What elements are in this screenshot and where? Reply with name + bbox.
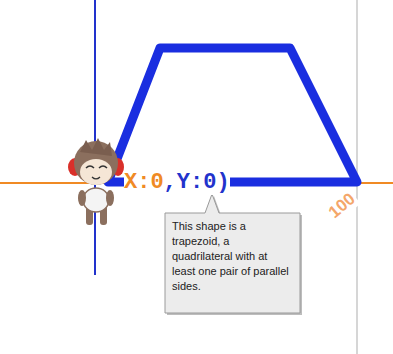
monkey-body: [83, 188, 109, 212]
monkey-eye: [86, 166, 94, 168]
monkey-sprite: [68, 138, 124, 225]
callout-bubble: [165, 194, 300, 313]
monkey-eye: [99, 166, 107, 168]
monkey-mouth: [92, 177, 100, 179]
callout-box: This shape is a trapezoid, a quadrilater…: [165, 213, 300, 313]
monkey-face: [80, 159, 112, 185]
callout-shape: [165, 194, 302, 315]
trapezoid-shape: [108, 48, 357, 182]
y-axis: [94, 0, 96, 275]
monkey-arm: [78, 190, 86, 206]
dimension-label: 100: [323, 188, 361, 224]
coordinate-label: X:0: [124, 170, 164, 195]
monkey-arm: [106, 190, 114, 206]
monkey-hair: [80, 138, 112, 156]
coordinate-label: ,Y:0): [164, 170, 230, 195]
callout-text: This shape is a trapezoid, a quadrilater…: [172, 219, 292, 294]
